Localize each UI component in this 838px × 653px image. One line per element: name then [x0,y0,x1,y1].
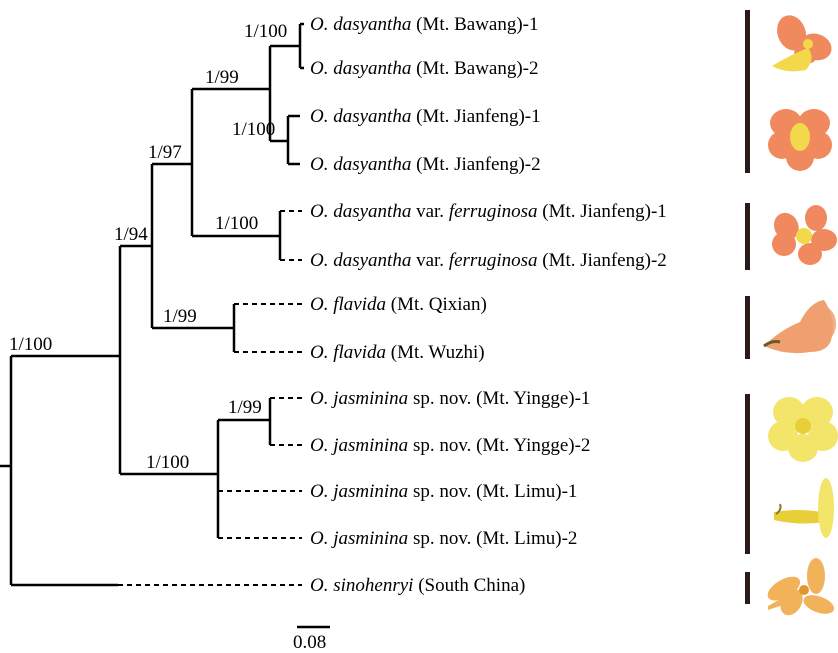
support-label: 1/97 [148,142,182,163]
support-label: 1/99 [228,397,262,418]
taxon-label: O. sinohenryi (South China) [310,575,525,596]
clade-bar-flavida [745,296,750,359]
support-labels: 1/100 1/94 1/97 1/99 1/100 1/100 1/100 1… [9,21,287,473]
flower-photo-jasminina-front [768,397,838,462]
support-label: 1/100 [9,334,52,355]
flower-photos [763,15,838,616]
clade-bar-dasyantha [745,10,750,173]
support-label: 1/100 [146,452,189,473]
taxon-label: O. jasminina sp. nov. (Mt. Limu)-2 [310,528,577,549]
taxon-label: O. jasminina sp. nov. (Mt. Limu)-1 [310,481,577,502]
clade-bar-sinohenryi [745,572,750,604]
taxon-labels: O. dasyantha (Mt. Bawang)-1 O. dasyantha… [310,14,667,596]
clade-bar-jasminina [745,394,750,554]
support-label: 1/99 [205,67,239,88]
taxon-label: O. flavida (Mt. Wuzhi) [310,342,485,363]
flower-photo-ferruginosa [772,205,837,265]
clade-bar-ferruginosa [745,203,750,270]
taxon-label: O. dasyantha var. ferruginosa (Mt. Jianf… [310,201,667,222]
taxon-label: O. flavida (Mt. Qixian) [310,294,487,315]
taxon-label: O. jasminina sp. nov. (Mt. Yingge)-1 [310,388,590,409]
taxon-label: O. dasyantha (Mt. Bawang)-2 [310,58,539,79]
taxon-label: O. dasyantha var. ferruginosa (Mt. Jianf… [310,250,667,271]
flower-photo-flavida [763,300,836,354]
flower-photo-sinohenryi [767,558,835,616]
taxon-label: O. dasyantha (Mt. Bawang)-1 [310,14,539,35]
support-label: 1/99 [163,306,197,327]
support-label: 1/100 [232,119,275,140]
taxon-label: O. dasyantha (Mt. Jianfeng)-2 [310,154,541,175]
flower-photo-dasyantha-jianfeng [768,109,832,171]
taxon-label: O. jasminina sp. nov. (Mt. Yingge)-2 [310,435,590,456]
taxon-label: O. dasyantha (Mt. Jianfeng)-1 [310,106,541,127]
clade-bars [745,10,750,604]
tree-branches [0,22,330,629]
support-label: 1/100 [244,21,287,42]
support-label: 1/94 [114,224,148,245]
dashed-branches [118,210,302,586]
support-label: 1/100 [215,213,258,234]
flower-photo-jasminina-side [774,478,834,538]
scale-bar-label: 0.08 [293,632,326,653]
flower-photo-dasyantha-bawang [772,15,832,72]
